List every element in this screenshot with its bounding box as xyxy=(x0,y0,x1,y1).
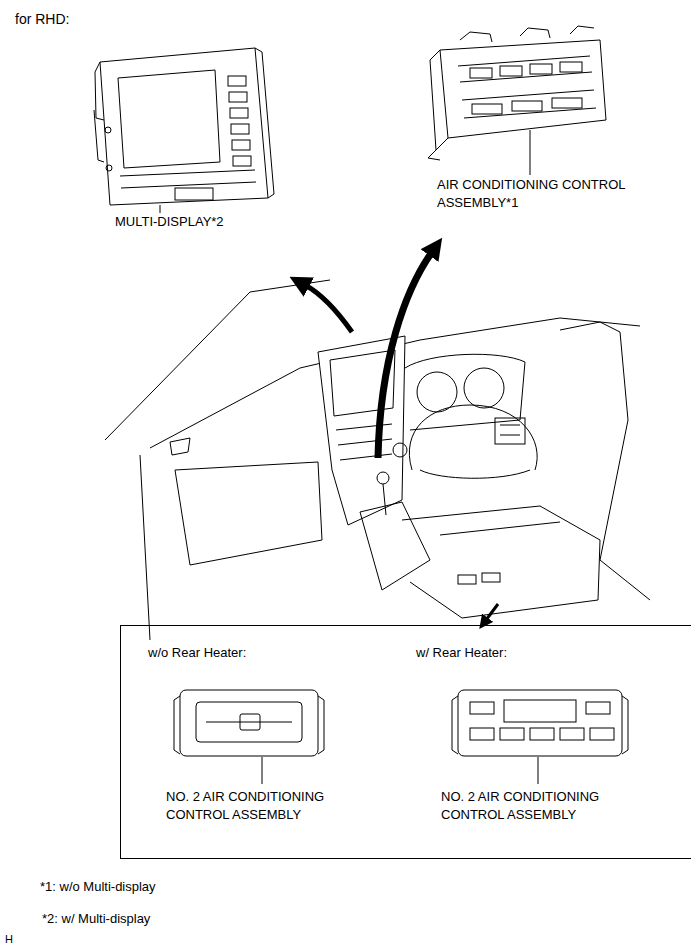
removal-arrows xyxy=(305,252,498,620)
variant-heading: w/ Rear Heater: xyxy=(416,644,507,662)
footnote: *2: w/ Multi-display xyxy=(42,910,150,928)
part-name: MULTI-DISPLAY*2 xyxy=(115,213,224,231)
figure-code: H xyxy=(5,930,13,948)
page-note: for RHD: xyxy=(15,10,69,28)
variant-heading: w/o Rear Heater: xyxy=(148,644,246,662)
footnote: *1: w/o Multi-display xyxy=(40,878,156,896)
dashboard-drawing xyxy=(105,280,650,640)
part-name: AIR CONDITIONING CONTROL ASSEMBLY*1 xyxy=(437,176,642,212)
multi-display-drawing xyxy=(94,48,274,213)
part-name: NO. 2 AIR CONDITIONING CONTROL ASSEMBLY xyxy=(441,788,636,824)
inset-box: w/o Rear Heater: w/ Rear Heater: NO. 2 AIR… xyxy=(120,625,691,859)
rear-control-drawings xyxy=(174,690,628,784)
ac-control-drawing xyxy=(428,26,606,175)
part-name: NO. 2 AIR CONDITIONING CONTROL ASSEMBLY xyxy=(166,788,361,824)
